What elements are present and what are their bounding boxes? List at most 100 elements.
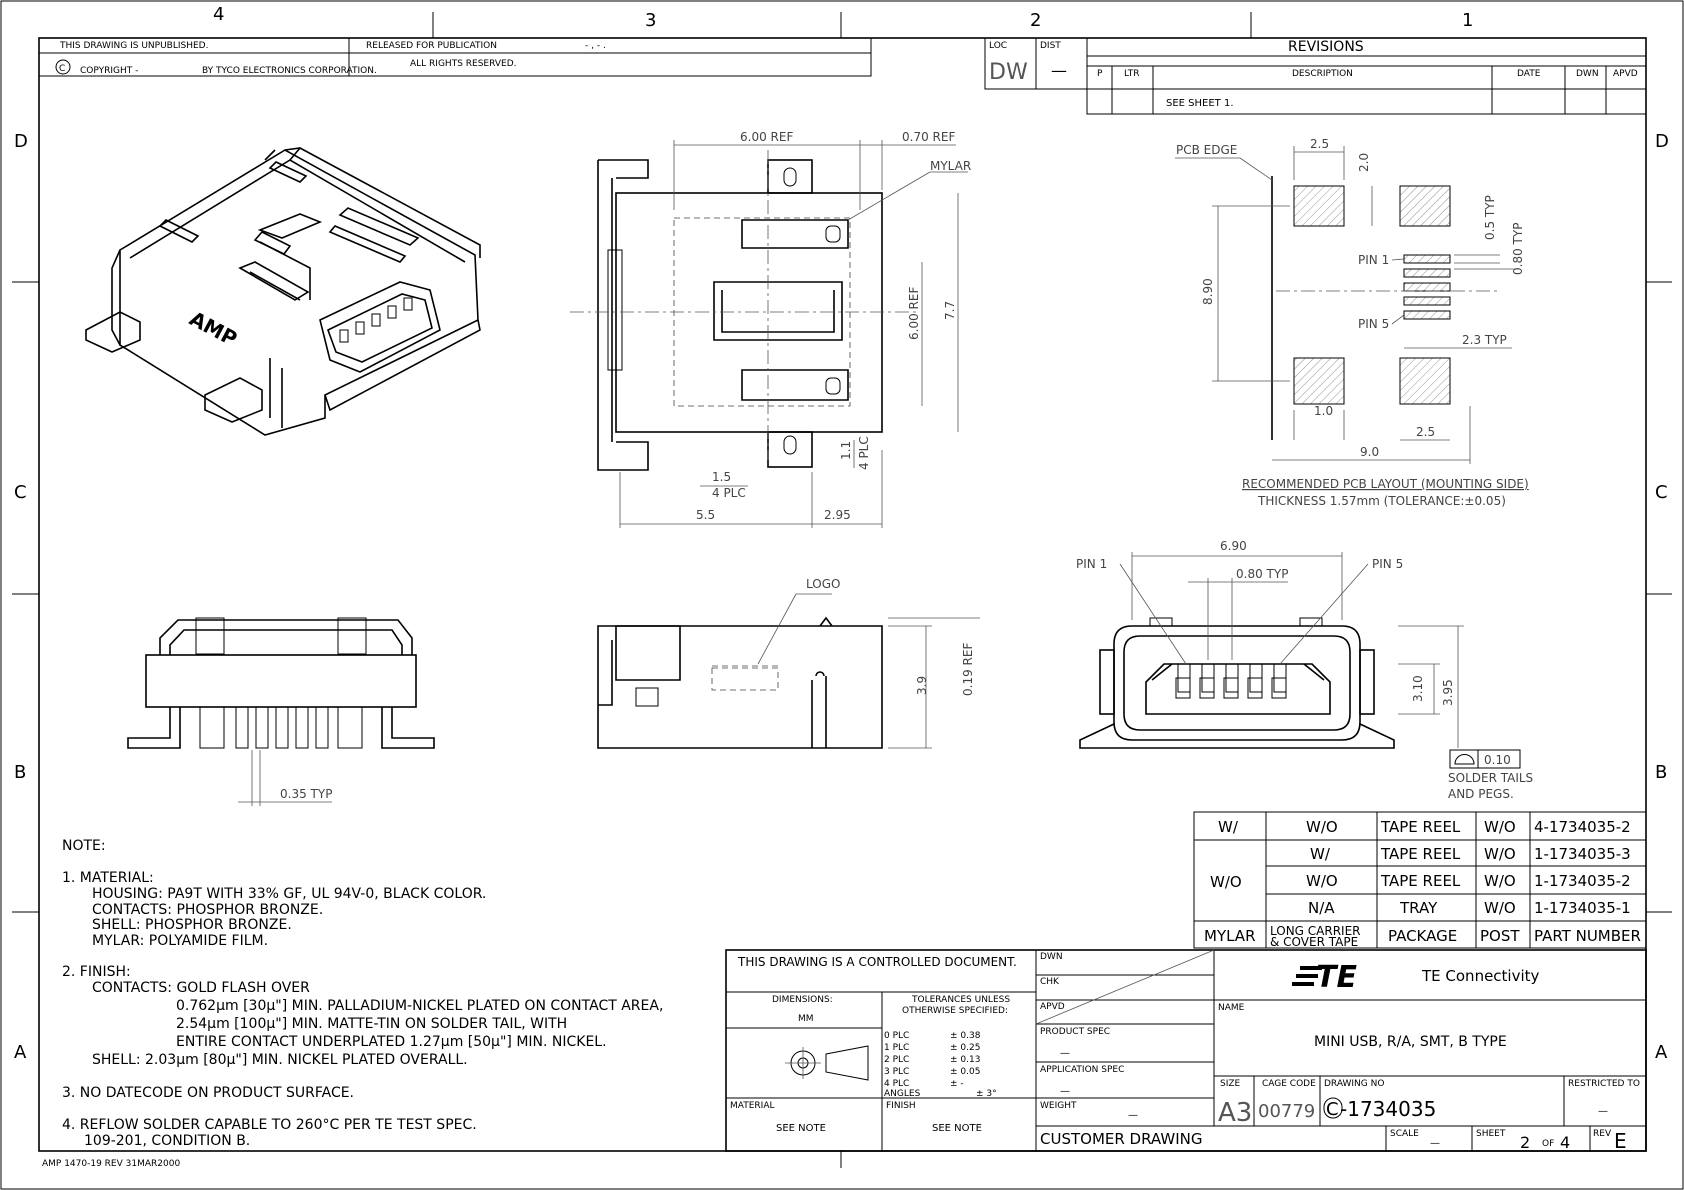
pcb-layout-caption: RECOMMENDED PCB LAYOUT (MOUNTING SIDE) <box>1242 477 1529 491</box>
pt-header-mylar: MYLAR <box>1204 927 1256 945</box>
product-spec-value: — <box>1060 1048 1070 1059</box>
zone-row-b-left: B <box>14 762 26 783</box>
pcb-pad-top-left <box>1293 185 1345 227</box>
dim-pcb-2-3-typ: 2.3 TYP <box>1462 333 1507 347</box>
label-logo: LOGO <box>806 577 840 591</box>
dim-pcb-0-80-typ: 0.80 TYP <box>1511 223 1525 275</box>
zone-row-a-left: A <box>14 1042 27 1063</box>
notes-title: NOTE: <box>62 838 106 854</box>
pt-r3-package: TAPE REEL <box>1380 872 1461 890</box>
application-spec-label: APPLICATION SPEC <box>1040 1065 1124 1075</box>
part-name: MINI USB, R/A, SMT, B TYPE <box>1314 1034 1507 1050</box>
pt-r2-package: TAPE REEL <box>1380 845 1461 863</box>
by-text: BY TYCO ELECTRONICS CORPORATION. <box>202 66 377 76</box>
label-pcb-edge: PCB EDGE <box>1176 143 1237 157</box>
part-number-table: W/ W/O TAPE REEL W/O 4-1734035-2 W/ TAPE… <box>1193 811 1647 949</box>
pt-header-part-number: PART NUMBER <box>1534 927 1641 945</box>
note-line-10: ENTIRE CONTACT UNDERPLATED 1.27μm [50μ"]… <box>176 1034 607 1050</box>
loc-value: DW <box>989 60 1028 85</box>
pt-r3-part: 1-1734035-2 <box>1534 872 1631 890</box>
dim-top-2-95: 2.95 <box>824 508 851 522</box>
size-label: SIZE <box>1220 1079 1241 1089</box>
controlled-document-text: THIS DRAWING IS A CONTROLLED DOCUMENT. <box>737 955 1017 969</box>
scale-label: SCALE <box>1390 1129 1419 1139</box>
rev-col-p: P <box>1097 69 1103 79</box>
drawing-no-label: DRAWING NO <box>1324 1079 1384 1089</box>
loc-label: LOC <box>989 41 1007 51</box>
note-line-11: SHELL: 2.03μm [80μ"] MIN. NICKEL PLATED … <box>92 1052 468 1068</box>
pt-r1-post: W/O <box>1484 818 1516 836</box>
label-pcb-pin-5: PIN 5 <box>1358 317 1389 331</box>
pcb-pad-top-right <box>1399 185 1451 227</box>
note-line-5: MYLAR: POLYAMIDE FILM. <box>92 933 268 949</box>
dim-front-0-35-typ: 0.35 TYP <box>280 787 332 801</box>
pt-r2-part: 1-1734035-3 <box>1534 845 1631 863</box>
zone-row-d-left: D <box>14 131 28 152</box>
dim-pcb-0-5-typ: 0.5 TYP <box>1483 195 1497 240</box>
pt-r4-post: W/O <box>1484 899 1516 917</box>
rev-value: E <box>1614 1129 1627 1153</box>
note-line-9: 2.54μm [100μ"] MIN. MATTE-TIN ON SOLDER … <box>176 1016 567 1032</box>
rev-col-dwn: DWN <box>1576 69 1599 79</box>
note-line-2: HOUSING: PA9T WITH 33% GF, UL 94V-0, BLA… <box>92 886 486 902</box>
pt-r3-carrier: W/O <box>1306 872 1338 890</box>
released-text: RELEASED FOR PUBLICATION <box>366 41 497 51</box>
note-line-4: SHELL: PHOSPHOR BRONZE. <box>92 917 292 933</box>
pt-header-package: PACKAGE <box>1388 927 1457 945</box>
released-date: - , - . <box>585 41 606 51</box>
pt-r1-package: TAPE REEL <box>1380 818 1461 836</box>
pt-r3-post: W/O <box>1484 872 1516 890</box>
material-value: SEE NOTE <box>776 1123 826 1134</box>
cage-code-label: CAGE CODE <box>1262 1079 1316 1089</box>
tol-3-plc-value: ± 0.05 <box>950 1067 980 1077</box>
zone-col-1: 1 <box>1462 10 1473 31</box>
tol-angles-value: ± 3° <box>976 1089 997 1099</box>
copyright-symbol-icon <box>55 59 71 75</box>
isometric-view: AMP <box>85 147 481 436</box>
label-pcb-pin-1: PIN 1 <box>1358 253 1389 267</box>
dim-end-0-80-typ: 0.80 TYP <box>1236 567 1288 581</box>
flatness-symbol-frame <box>1449 749 1521 769</box>
drawing-prefix-box <box>1323 1097 1343 1119</box>
pt-r1-part: 4-1734035-2 <box>1534 818 1631 836</box>
company-logo-text: TE <box>1316 960 1357 995</box>
tol-4-plc-value: ± - <box>950 1079 964 1089</box>
dim-top-7-7: 7.7 <box>943 301 957 320</box>
tol-2-plc: 2 PLC <box>884 1055 909 1065</box>
zone-row-c-left: C <box>14 482 27 503</box>
dim-top-6-00-ref: 6.00 REF <box>740 130 793 144</box>
note-line-3: CONTACTS: PHOSPHOR BRONZE. <box>92 902 323 918</box>
third-angle-projection-icon <box>785 1045 869 1081</box>
tol-3-plc: 3 PLC <box>884 1067 909 1077</box>
pcb-layout-view: PCB EDGE 2.5 2.0 0.5 TYP 0.80 TYP PIN 1 … <box>1175 137 1529 508</box>
pt-r2-post: W/O <box>1484 845 1516 863</box>
dist-label: DIST <box>1040 41 1061 51</box>
drawing-prefix: C <box>1326 1099 1339 1120</box>
footer-form-number: AMP 1470-19 REV 31MAR2000 <box>42 1159 180 1169</box>
tol-1-plc: 1 PLC <box>884 1043 909 1053</box>
dim-top-0-70-ref: 0.70 REF <box>902 130 955 144</box>
pt-r4-package: TRAY <box>1399 899 1438 917</box>
sheet-value: 2 <box>1520 1133 1530 1152</box>
note-line-8: 0.762μm [30μ"] MIN. PALLADIUM-NICKEL PLA… <box>176 998 663 1014</box>
rev-col-apvd: APVD <box>1613 69 1638 79</box>
label-end-pin-5: PIN 5 <box>1372 557 1403 571</box>
dim-top-6-00-ref-vertical: 6.00 REF <box>907 287 921 340</box>
zone-col-3: 3 <box>645 10 656 31</box>
product-spec-label: PRODUCT SPEC <box>1040 1027 1110 1037</box>
tol-0-plc-value: ± 0.38 <box>950 1031 981 1041</box>
application-spec-value: — <box>1060 1086 1070 1097</box>
dim-pcb-2-5-top: 2.5 <box>1310 137 1329 151</box>
side-view: LOGO 3.9 0.19 REF <box>597 577 980 749</box>
rev-label: REV <box>1593 1129 1612 1139</box>
restricted-value: — <box>1598 1106 1608 1117</box>
top-view: 6.00 REF 0.70 REF MYLAR 6.00 REF 7.7 1.1… <box>570 130 971 528</box>
te-logo-icon <box>1292 966 1322 986</box>
finish-value: SEE NOTE <box>932 1123 982 1134</box>
note-line-14: 109-201, CONDITION B. <box>84 1133 250 1149</box>
weight-label: WEIGHT <box>1040 1101 1077 1111</box>
pt-header-post: POST <box>1480 927 1520 945</box>
note-line-7: CONTACTS: GOLD FLASH OVER <box>92 980 310 996</box>
note-line-6: 2. FINISH: <box>62 964 131 980</box>
dim-end-0-10: 0.10 <box>1484 753 1511 767</box>
